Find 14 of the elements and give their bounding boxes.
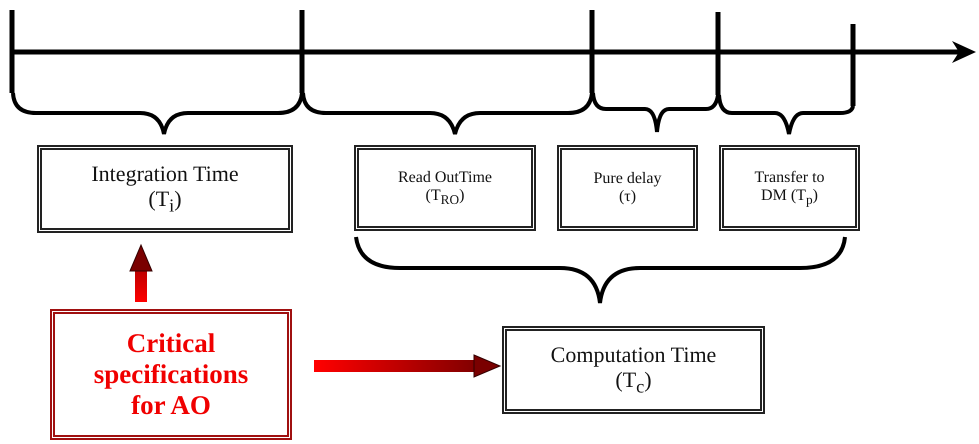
process-box — [502, 326, 765, 414]
box-label: Computation Time (T$_{c}$) — [550, 342, 718, 398]
box-label: Read OutTime (T$_{RO}$) — [396, 168, 494, 208]
process-box — [50, 309, 292, 440]
process-box — [37, 145, 293, 233]
box-label: Pure delay (τ) — [592, 170, 662, 206]
block-arrow — [314, 354, 500, 378]
process-box — [719, 145, 860, 231]
block-arrow — [130, 244, 152, 302]
box-label: Critical specifications for AO — [92, 328, 250, 422]
box-label: Transfer to DM (T$_{p}$) — [753, 168, 826, 208]
box-label: Integration Time (T$_{i}$) — [90, 161, 240, 217]
process-box — [354, 145, 536, 231]
process-box — [557, 145, 698, 231]
